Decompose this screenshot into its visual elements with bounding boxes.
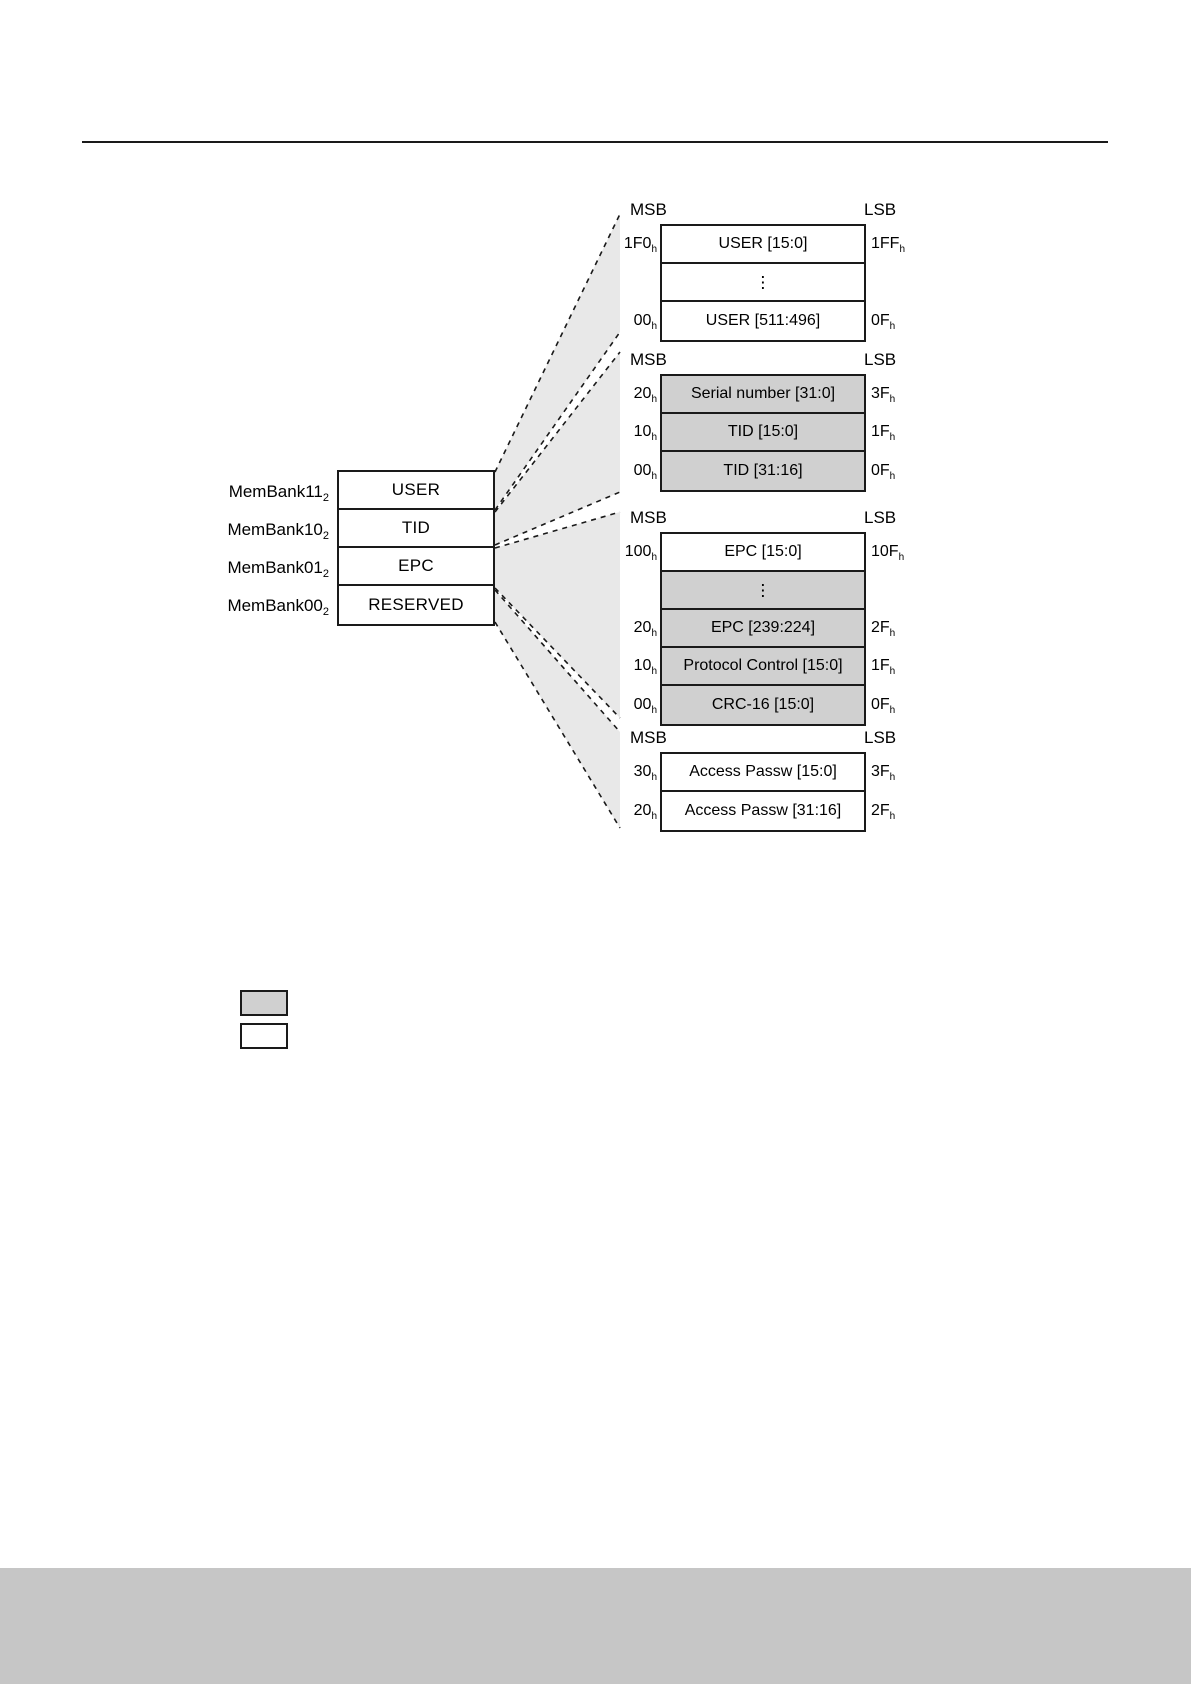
memory-word-row[interactable]: 00h CRC-16 [15:0] 0Fh <box>634 686 895 724</box>
reserved-detail-table: 30h Access Passw [15:0] 3Fh 20h Access P… <box>634 752 895 832</box>
word-address-right: 3Fh <box>871 763 896 783</box>
memory-word-row[interactable]: 10h Protocol Control [15:0] 1Fh <box>634 648 895 686</box>
msb-label: MSB <box>630 200 667 219</box>
word-address-right: 0Fh <box>871 696 896 716</box>
msb-label: MSB <box>630 508 667 527</box>
tid-detail-table: 20h Serial number [31:0] 3Fh 10h TID [15… <box>634 374 895 492</box>
epc-detail-header: MSB LSB <box>608 508 896 532</box>
word-label: Access Passw [15:0] <box>689 763 837 780</box>
word-label: EPC [15:0] <box>724 543 802 560</box>
tid-detail-group: MSB LSB 20h Serial number [31:0] 3Fh 10h… <box>608 350 896 492</box>
word-address-left: 10h <box>633 423 657 443</box>
memory-word-row[interactable]: 1F0h USER [15:0] 1FFh <box>624 226 905 264</box>
word-address-left: 100h <box>624 543 657 563</box>
membank-row[interactable]: EPC <box>339 548 493 586</box>
word-address-right: 2Fh <box>871 802 896 822</box>
tid-detail-header: MSB LSB <box>608 350 896 374</box>
word-address-left: 20h <box>633 619 657 639</box>
membank-address-subscript: 2 <box>322 568 329 580</box>
memory-word-row[interactable]: 00h TID [31:16] 0Fh <box>634 452 895 490</box>
membank-address-text: MemBank10 <box>227 520 323 539</box>
word-address-right: 0Fh <box>871 312 896 332</box>
membank-address-label: MemBank002 <box>137 596 337 618</box>
reserved-detail-group: MSB LSB 30h Access Passw [15:0] 3Fh 20h … <box>608 728 896 832</box>
membank-address-label: MemBank112 <box>137 482 337 504</box>
word-address-right: 10Fh <box>871 543 905 563</box>
reserved-detail-header: MSB LSB <box>608 728 896 752</box>
word-label: EPC [239:224] <box>710 619 816 636</box>
membank-address-text: MemBank00 <box>227 596 323 615</box>
word-label: Serial number [31:0] <box>690 385 836 402</box>
membank-name: RESERVED <box>368 595 464 614</box>
vertical-ellipsis-icon: ⋮ <box>754 273 772 291</box>
epc-detail-table: 100h EPC [15:0] 10Fh ⋮ 20h EPC [239:224]… <box>625 532 904 726</box>
word-address-left: 00h <box>633 312 657 332</box>
word-label: USER [15:0] <box>718 235 808 252</box>
memory-word-row[interactable]: 10h TID [15:0] 1Fh <box>634 414 895 452</box>
membank-address-label: MemBank102 <box>137 520 337 542</box>
epc-detail-group: MSB LSB 100h EPC [15:0] 10Fh ⋮ 20h EPC [… <box>608 508 904 726</box>
membank-address-text: MemBank01 <box>227 558 323 577</box>
memory-word-row[interactable]: 20h Serial number [31:0] 3Fh <box>634 376 895 414</box>
membank-block: USER TID EPC RESERVED <box>337 470 495 626</box>
word-label: CRC-16 [15:0] <box>711 696 815 713</box>
legend-plain-swatch <box>240 1023 288 1049</box>
word-label: Access Passw [31:16] <box>684 802 842 819</box>
membank-row[interactable]: RESERVED <box>339 586 493 624</box>
word-label: Protocol Control [15:0] <box>683 657 843 674</box>
membank-address-label: MemBank012 <box>137 558 337 580</box>
user-detail-group: MSB LSB 1F0h USER [15:0] 1FFh ⋮ 00h USER… <box>608 200 905 342</box>
vertical-ellipsis-icon: ⋮ <box>754 581 772 599</box>
word-address-right: 1Fh <box>871 423 896 443</box>
membank-name: TID <box>401 518 431 537</box>
lsb-label: LSB <box>864 728 897 747</box>
membank-address-text: MemBank11 <box>228 482 323 501</box>
word-address-left: 20h <box>633 385 657 405</box>
lsb-label: LSB <box>864 508 897 527</box>
membank-address-subscript: 2 <box>322 606 329 618</box>
word-address-left: 00h <box>633 462 657 482</box>
memory-word-row[interactable]: 30h Access Passw [15:0] 3Fh <box>634 754 895 792</box>
membank-address-subscript: 2 <box>322 530 329 542</box>
memory-word-row-ellipsis: ⋮ <box>662 264 864 302</box>
legend-shaded-swatch <box>240 990 288 1016</box>
word-address-right: 3Fh <box>871 385 896 405</box>
word-address-right: 1FFh <box>871 235 906 255</box>
memory-word-row[interactable]: 20h Access Passw [31:16] 2Fh <box>634 792 895 830</box>
page-header-rule <box>82 141 1108 143</box>
memory-word-row[interactable]: 20h EPC [239:224] 2Fh <box>634 610 895 648</box>
msb-label: MSB <box>630 350 667 369</box>
word-address-right: 1Fh <box>871 657 896 677</box>
membank-row[interactable]: TID <box>339 510 493 548</box>
word-address-left: 30h <box>633 763 657 783</box>
word-label: TID [15:0] <box>727 423 799 440</box>
memory-word-row[interactable]: 00h USER [511:496] 0Fh <box>634 302 895 340</box>
word-label: USER [511:496] <box>705 312 821 329</box>
membank-row[interactable]: USER <box>339 472 493 510</box>
lsb-label: LSB <box>864 200 897 219</box>
word-address-left: 00h <box>633 696 657 716</box>
lsb-label: LSB <box>864 350 897 369</box>
memory-word-row-ellipsis: ⋮ <box>662 572 864 610</box>
msb-label: MSB <box>630 728 667 747</box>
word-address-left: 1F0h <box>623 235 657 255</box>
page-footer-band <box>0 1568 1191 1684</box>
word-label: TID [31:16] <box>723 462 803 479</box>
word-address-left: 20h <box>633 802 657 822</box>
membank-address-subscript: 2 <box>322 492 329 504</box>
membank-name: USER <box>391 480 441 499</box>
word-address-right: 0Fh <box>871 462 896 482</box>
word-address-right: 2Fh <box>871 619 896 639</box>
word-address-left: 10h <box>633 657 657 677</box>
user-detail-table: 1F0h USER [15:0] 1FFh ⋮ 00h USER [511:49… <box>624 224 905 342</box>
memory-word-row[interactable]: 100h EPC [15:0] 10Fh <box>625 534 904 572</box>
user-detail-header: MSB LSB <box>608 200 896 224</box>
legend <box>240 990 288 1056</box>
membank-name: EPC <box>398 556 434 575</box>
